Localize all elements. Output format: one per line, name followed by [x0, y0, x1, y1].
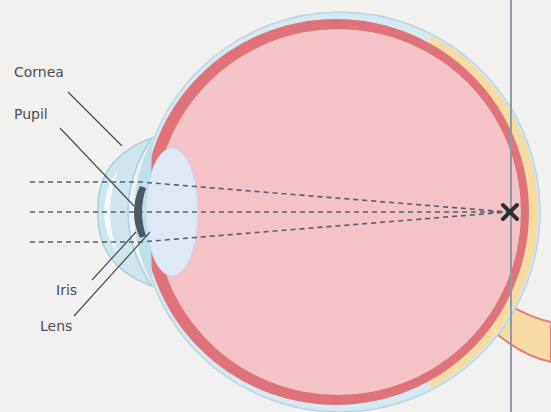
part-label: Cornea — [14, 64, 64, 81]
focus-point — [503, 205, 517, 219]
focal-plane-line — [510, 0, 512, 412]
lens — [146, 148, 198, 276]
light-rays — [30, 182, 508, 242]
part-label: Pupil — [14, 106, 48, 123]
part-label: Iris — [56, 282, 77, 299]
part-label: Lens — [40, 318, 72, 335]
